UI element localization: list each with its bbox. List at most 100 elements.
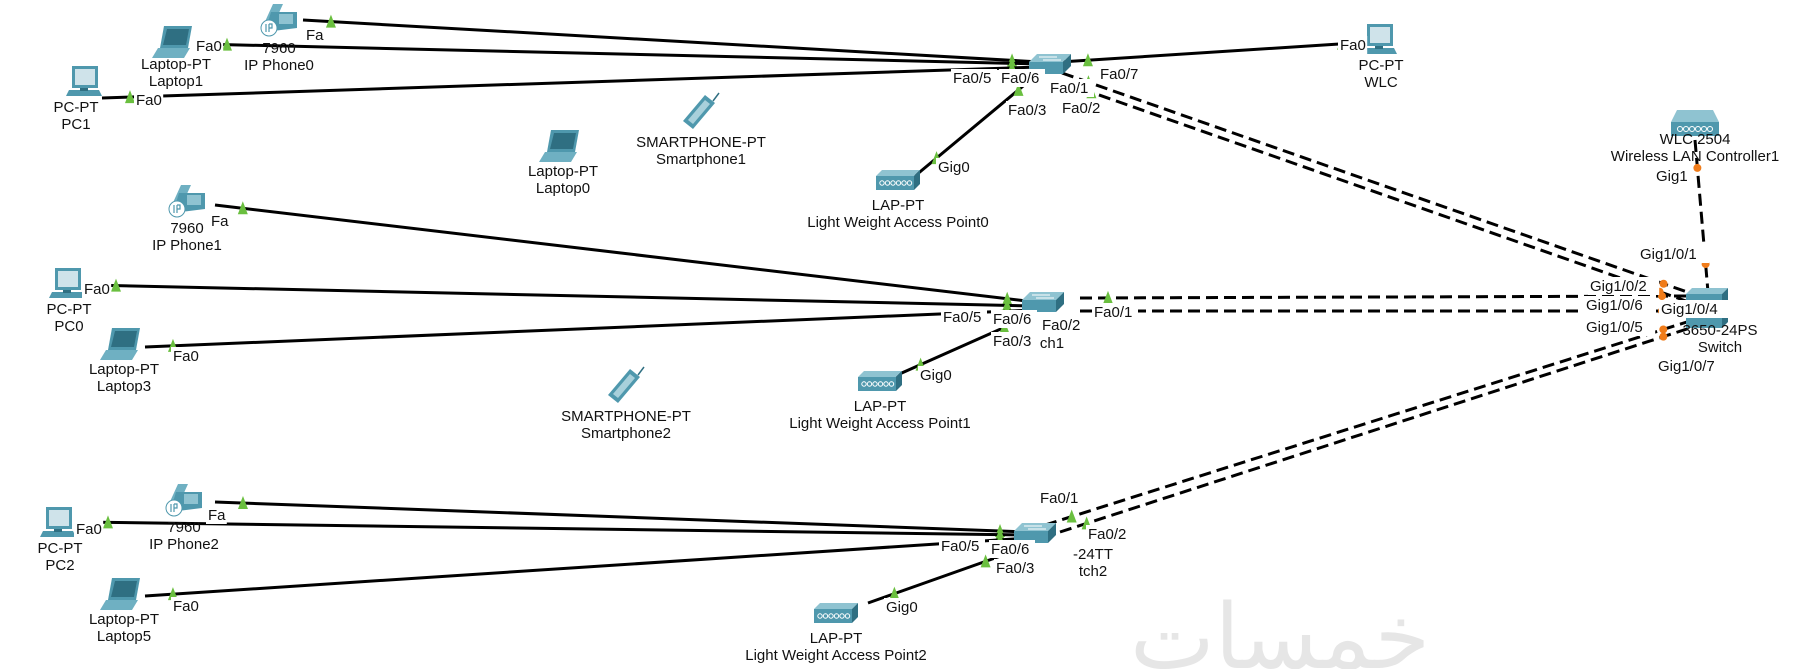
port-label: Fa0/1 bbox=[1092, 303, 1138, 321]
device-name-label: IP Phone1 bbox=[152, 237, 222, 254]
port-label: Fa0/2 bbox=[1040, 316, 1086, 334]
link-ipphone2-switch2[interactable] bbox=[214, 500, 1029, 534]
port-label: Gig0 bbox=[918, 366, 956, 384]
link-status-up-icon bbox=[110, 278, 121, 292]
svg-text:Fa0: Fa0 bbox=[173, 598, 199, 615]
link-laptop5-switch2[interactable] bbox=[144, 536, 1029, 598]
port-label: Gig1/0/7 bbox=[1656, 357, 1728, 375]
link-pc0-switch1[interactable] bbox=[87, 283, 1036, 308]
device-model-label: LAP-PT bbox=[810, 630, 863, 647]
port-label: Fa0 bbox=[171, 597, 201, 615]
link-status-up-icon bbox=[1082, 53, 1093, 67]
port-label: Fa0/5 bbox=[939, 537, 985, 555]
device-name-label: Switch bbox=[1698, 339, 1742, 356]
port-label: Gig1/0/1 bbox=[1638, 245, 1710, 263]
wireless-controller-icon bbox=[1671, 110, 1719, 136]
pc-icon bbox=[40, 507, 76, 537]
svg-text:Fa0/6: Fa0/6 bbox=[1001, 70, 1039, 87]
pc-icon bbox=[66, 66, 102, 96]
link-status-orange-icon bbox=[1659, 325, 1668, 334]
link-ipphone0-switch0[interactable] bbox=[302, 18, 1041, 64]
svg-text:Fa0/2: Fa0/2 bbox=[1088, 526, 1126, 543]
svg-text:Fa0/3: Fa0/3 bbox=[996, 560, 1034, 577]
link-status-orange-icon bbox=[1659, 279, 1668, 288]
port-label: Gig1/0/6 bbox=[1584, 296, 1656, 314]
device-switch1[interactable]: ch1 bbox=[1022, 292, 1064, 352]
link-laptop1-switch0[interactable] bbox=[198, 42, 1041, 66]
port-label: Fa0 bbox=[82, 280, 112, 298]
pc-icon bbox=[1361, 24, 1397, 54]
svg-text:Fa0: Fa0 bbox=[136, 92, 162, 109]
port-label: Fa0/3 bbox=[1006, 101, 1052, 119]
access-point-icon bbox=[876, 170, 920, 190]
svg-text:Gig0: Gig0 bbox=[920, 367, 952, 384]
link-switch0-wlcpc[interactable] bbox=[1059, 40, 1371, 64]
port-label: Fa0/1 bbox=[1038, 489, 1084, 507]
device-model-label: SMARTPHONE-PT bbox=[561, 408, 691, 425]
link-switch0-mls[interactable] bbox=[1061, 71, 1691, 295]
link-status-orange-icon bbox=[1693, 163, 1702, 172]
device-model-label: PC-PT bbox=[1359, 57, 1404, 74]
port-label: Fa0/3 bbox=[991, 332, 1037, 350]
port-label: Gig1 bbox=[1654, 167, 1692, 185]
svg-text:Gig1/0/6: Gig1/0/6 bbox=[1586, 297, 1643, 314]
link-status-up-icon bbox=[980, 554, 991, 568]
link-status-up-icon bbox=[102, 515, 113, 529]
device-name-label: PC1 bbox=[61, 116, 90, 133]
svg-text:Fa0/3: Fa0/3 bbox=[993, 333, 1031, 350]
link-switch2-mls[interactable] bbox=[1059, 326, 1691, 534]
svg-text:Fa0/6: Fa0/6 bbox=[991, 541, 1029, 558]
link-status-up-icon bbox=[237, 496, 248, 510]
device-model-label: Laptop-PT bbox=[89, 361, 159, 378]
link-switch2-lap2[interactable] bbox=[867, 550, 1013, 605]
device-model-label: Laptop-PT bbox=[528, 163, 598, 180]
port-label: Fa0/5 bbox=[941, 308, 987, 326]
link-pc2-switch2[interactable] bbox=[79, 520, 1029, 537]
svg-text:Gig1/0/5: Gig1/0/5 bbox=[1586, 319, 1643, 336]
smartphone-icon bbox=[683, 92, 720, 129]
link-laptop3-switch1[interactable] bbox=[144, 308, 1036, 349]
svg-text:Fa0/1: Fa0/1 bbox=[1040, 490, 1078, 507]
link-status-up-icon bbox=[124, 90, 135, 104]
device-model-label: Laptop-PT bbox=[141, 56, 211, 73]
laptop-icon bbox=[100, 578, 140, 610]
link-ipphone1-switch1[interactable] bbox=[214, 203, 1036, 304]
link-switch2-mls[interactable] bbox=[1044, 319, 1691, 527]
link-status-orange-icon bbox=[1659, 332, 1668, 341]
svg-text:Fa0/3: Fa0/3 bbox=[1008, 102, 1046, 119]
svg-text:Fa: Fa bbox=[208, 507, 226, 524]
port-label: Fa0/1 bbox=[1048, 79, 1094, 97]
port-label: Gig1/0/5 bbox=[1584, 318, 1656, 336]
device-model-label: -24TT bbox=[1073, 546, 1113, 563]
device-name-label: IP Phone0 bbox=[244, 57, 314, 74]
access-point-icon bbox=[858, 371, 902, 391]
link-switch0-mls[interactable] bbox=[1064, 81, 1687, 303]
link-pc1-switch0[interactable] bbox=[101, 65, 1041, 100]
port-label: Gig1/0/4 bbox=[1659, 300, 1731, 318]
link-status-up-icon bbox=[1066, 509, 1077, 523]
svg-text:Fa0/2: Fa0/2 bbox=[1042, 317, 1080, 334]
ip-phone-icon bbox=[168, 185, 205, 218]
svg-text:Gig0: Gig0 bbox=[938, 159, 970, 176]
device-model-label: PC-PT bbox=[38, 540, 83, 557]
